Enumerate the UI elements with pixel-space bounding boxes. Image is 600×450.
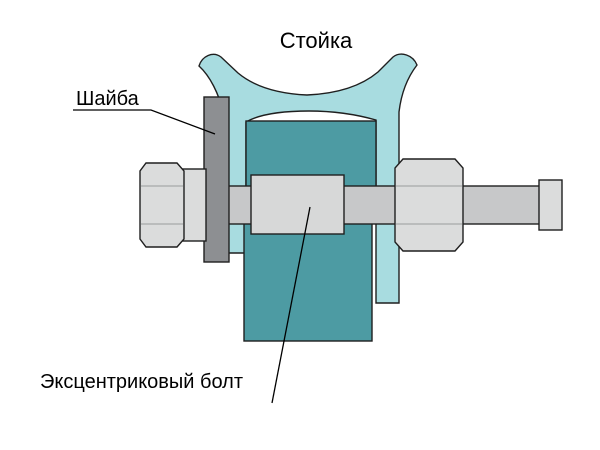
bolt-collar-shape xyxy=(181,168,207,242)
washer-shape xyxy=(203,96,230,263)
eccentric-bolt-leader-line xyxy=(271,206,311,404)
strut-label: Стойка xyxy=(280,28,353,53)
bolt-end-shape xyxy=(538,179,563,231)
nut-shape xyxy=(394,158,464,252)
washer-label: Шайба xyxy=(76,88,140,110)
bolt-shaft-shape xyxy=(195,185,543,225)
eccentric-cam-shape xyxy=(250,174,345,235)
strut-fork-shape xyxy=(198,53,418,304)
lower-bushing-shape xyxy=(243,221,373,342)
washer-leader-line xyxy=(73,109,216,135)
bolt-head-shape xyxy=(139,162,185,248)
eccentric-bolt-label: Эксцентриковый болт xyxy=(40,371,243,393)
